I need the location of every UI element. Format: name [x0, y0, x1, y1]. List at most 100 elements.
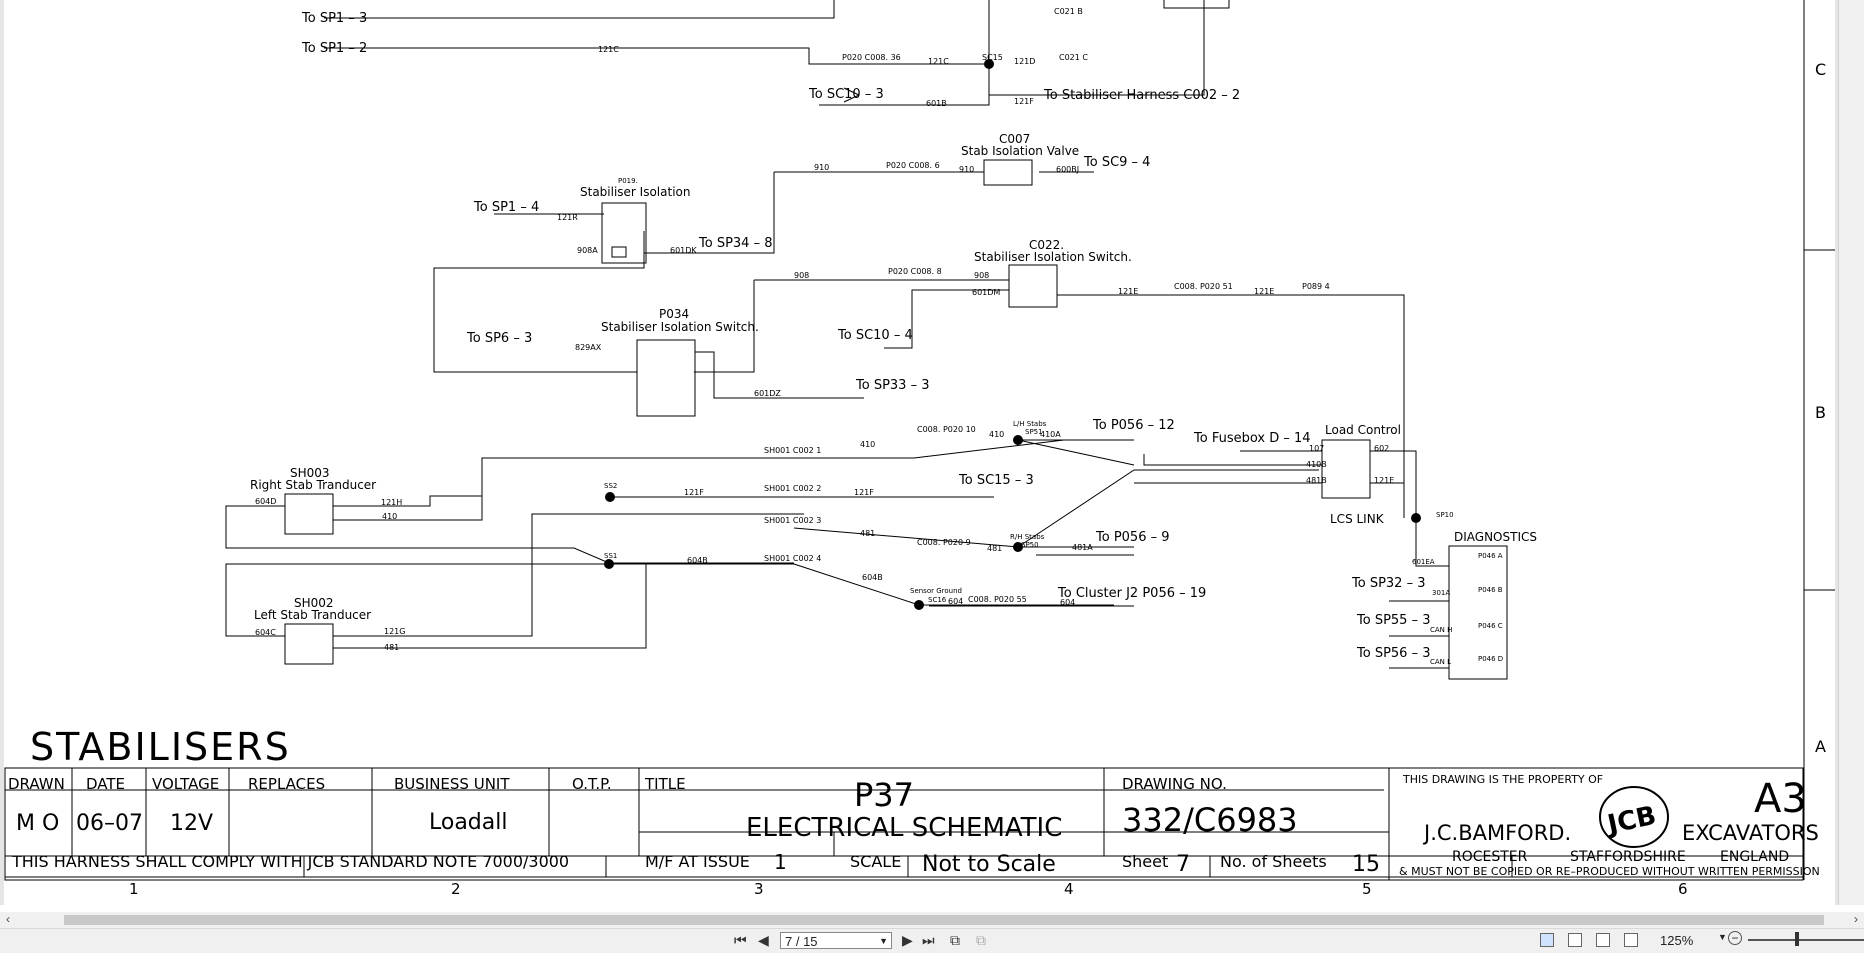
- wire-908-b: 908: [974, 271, 989, 280]
- zone-number-2: 2: [451, 880, 461, 898]
- first-page-icon[interactable]: ⏮: [734, 932, 747, 948]
- wire-481-c: 481: [384, 643, 399, 652]
- label-p034: P034: [659, 307, 689, 321]
- drawing-sheet: To SP1 – 3 To SP1 – 2 121C P020 C008. 36…: [4, 0, 1835, 905]
- business-unit-header: BUSINESS UNIT: [394, 775, 510, 793]
- last-page-icon[interactable]: ⏭: [922, 932, 935, 948]
- label-stab-iso-switch2: Stabiliser Isolation Switch.: [601, 320, 759, 334]
- num-sheets-header: No. of Sheets: [1220, 852, 1327, 871]
- page-dropdown-icon[interactable]: ▼: [879, 936, 888, 946]
- zoom-level[interactable]: 125%: [1660, 933, 1694, 948]
- zone-letter-c: C: [1815, 60, 1826, 79]
- label-p020-c008-8: P020 C008. 8: [888, 267, 942, 276]
- label-lcs-link: LCS LINK: [1330, 512, 1385, 526]
- horizontal-scrollbar[interactable]: ‹ ›: [0, 912, 1864, 928]
- previous-page-icon[interactable]: ◀: [758, 932, 769, 948]
- label-sh001-c002-4: SH001 C002 4: [764, 554, 821, 563]
- drawing-no-header: DRAWING NO.: [1122, 775, 1227, 793]
- next-page-icon[interactable]: ▶: [902, 932, 913, 948]
- label-sp1-2: To SP1 – 2: [301, 41, 367, 56]
- label-sh003: SH003: [290, 466, 330, 480]
- label-canl: CAN L: [1430, 658, 1451, 666]
- label-c022: C022.: [1029, 238, 1064, 252]
- viewer-toolbar: ⏮ ◀ 7 / 15 ▼ ▶ ⏭ ⧉ ⧉ 125% ▼ −: [0, 928, 1864, 953]
- wire-604d: 604D: [255, 497, 276, 506]
- sheet-header: Sheet: [1122, 852, 1168, 871]
- wire-410a: 410A: [1040, 430, 1061, 439]
- copy-page-icon[interactable]: ⧉: [950, 932, 960, 948]
- paste-page-icon[interactable]: ⧉: [976, 932, 986, 948]
- label-fusebox: To Fusebox D – 14: [1193, 431, 1311, 446]
- label-c008-p020-55: C008. P020 55: [968, 595, 1027, 604]
- zone-number-4: 4: [1064, 880, 1074, 898]
- label-sc15-3: To SC15 – 3: [958, 473, 1034, 488]
- label-c008-p020-9: C008. P020 9: [917, 538, 971, 547]
- wire-829ax: 829AX: [575, 343, 602, 352]
- zoom-slider-thumb[interactable]: [1795, 932, 1799, 946]
- company-name: J.C.BAMFORD.: [1422, 821, 1571, 845]
- document-viewport: To SP1 – 3 To SP1 – 2 121C P020 C008. 36…: [0, 0, 1864, 905]
- wire-121c-b: 121C: [928, 57, 949, 66]
- wires: [225, 0, 1508, 680]
- drawing-no-value: 332/C6983: [1122, 801, 1298, 839]
- scroll-right-icon[interactable]: ›: [1854, 912, 1858, 926]
- label-sp1-4: To SP1 – 4: [473, 200, 539, 215]
- wire-121r: 121R: [557, 213, 578, 222]
- wire-121g: 121G: [384, 627, 405, 636]
- zoom-out-icon[interactable]: −: [1728, 931, 1742, 945]
- label-p046a: P046 A: [1478, 552, 1503, 560]
- label-load-control: Load Control: [1325, 423, 1401, 437]
- section-title: STABILISERS: [30, 725, 291, 769]
- zoom-dropdown-icon[interactable]: ▼: [1718, 932, 1727, 942]
- wire-121h: 121H: [381, 498, 402, 507]
- wire-600bj: 600BJ: [1056, 165, 1079, 174]
- label-c021c: C021 C: [1059, 53, 1088, 62]
- scroll-left-icon[interactable]: ‹: [6, 912, 10, 926]
- harness-note: THIS HARNESS SHALL COMPLY WITH JCB STAND…: [11, 852, 569, 871]
- wire-601dm: 601DM: [972, 288, 1000, 297]
- continuous-facing-view-icon[interactable]: [1624, 933, 1638, 947]
- label-sc16: SC16: [928, 596, 947, 604]
- label-right-stab: Right Stab Tranducer: [250, 478, 376, 492]
- wire-121f-top: 121F: [1014, 97, 1034, 106]
- zoom-slider[interactable]: [1748, 939, 1864, 941]
- label-p056-12: To P056 – 12: [1092, 418, 1175, 433]
- label-p019: P019.: [618, 177, 638, 185]
- wire-410-c: 410: [382, 512, 397, 521]
- label-c021b: C021 B: [1054, 7, 1083, 16]
- facing-view-icon[interactable]: [1596, 933, 1610, 947]
- label-sp55-3: To SP55 – 3: [1356, 613, 1431, 628]
- label-p046b: P046 B: [1478, 586, 1503, 594]
- wire-601b: 601B: [926, 99, 947, 108]
- page-number-field[interactable]: 7 / 15 ▼: [780, 932, 892, 949]
- wire-121f-b: 121F: [854, 488, 874, 497]
- mf-issue-header: M/F AT ISSUE: [645, 852, 750, 871]
- voltage-header: VOLTAGE: [152, 775, 219, 793]
- sheet-size: A3: [1754, 776, 1807, 822]
- date-header: DATE: [86, 775, 125, 793]
- wiring-diagram: To SP1 – 3 To SP1 – 2 121C P020 C008. 36…: [4, 0, 1835, 898]
- single-page-view-icon[interactable]: [1540, 933, 1554, 947]
- replaces-header: REPLACES: [248, 775, 325, 793]
- wire-908a: 908A: [577, 246, 598, 255]
- scale-value: Not to Scale: [922, 852, 1056, 877]
- horizontal-scroll-thumb[interactable]: [64, 915, 1824, 925]
- junction-dots: [604, 59, 1421, 610]
- label-p056-9: To P056 – 9: [1095, 530, 1170, 545]
- location-town: ROCESTER: [1452, 849, 1528, 865]
- label-p046c: P046 C: [1478, 622, 1503, 630]
- wire-481-b: 481: [987, 544, 1002, 553]
- vertical-scrollbar[interactable]: [1838, 0, 1864, 905]
- label-p020-c008-6: P020 C008. 6: [886, 161, 940, 170]
- zone-number-6: 6: [1678, 880, 1688, 898]
- wire-301a: 301A: [1432, 589, 1450, 597]
- location-country: ENGLAND: [1720, 849, 1789, 865]
- wire-601ea: 601EA: [1412, 558, 1435, 566]
- otp-header: O.T.P.: [572, 775, 612, 793]
- label-cluster: To Cluster J2 P056 – 19: [1057, 586, 1206, 601]
- wire-481b: 481B: [1306, 476, 1327, 485]
- wire-410-b: 410: [989, 430, 1004, 439]
- wire-604: 604: [948, 597, 963, 606]
- continuous-view-icon[interactable]: [1568, 933, 1582, 947]
- margin-lines: [4, 0, 1835, 881]
